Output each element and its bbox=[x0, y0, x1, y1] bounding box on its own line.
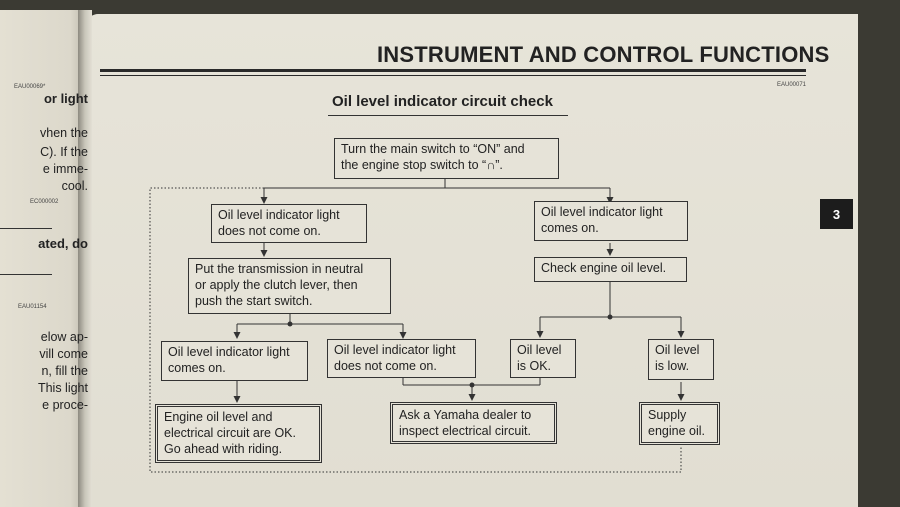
header-rule-thick bbox=[100, 69, 806, 72]
box-line: Check engine oil level. bbox=[541, 261, 667, 275]
box-line: inspect electrical circuit. bbox=[399, 424, 531, 438]
box-line: comes on. bbox=[168, 361, 226, 375]
book-gutter bbox=[78, 10, 92, 507]
left-page bbox=[0, 10, 88, 507]
box-line: Oil level bbox=[655, 343, 700, 357]
left-heading-1: or light bbox=[43, 91, 88, 106]
left-line: vill come bbox=[39, 347, 88, 361]
result-ok-ride-box: Engine oil level and electrical circuit … bbox=[155, 404, 322, 463]
left-heading-2: ated, do bbox=[38, 236, 88, 251]
box-line: Go ahead with riding. bbox=[164, 442, 283, 456]
box-line: Ask a Yamaha dealer to bbox=[399, 408, 532, 422]
left-rule bbox=[0, 274, 52, 275]
left-rule bbox=[0, 228, 52, 229]
left-line: elow ap- bbox=[40, 330, 88, 344]
indicator-not-on-box: Oil level indicator light does not come … bbox=[211, 204, 367, 243]
box-line: is low. bbox=[655, 359, 690, 373]
chapter-tab: 3 bbox=[820, 199, 853, 229]
indicator-on-box: Oil level indicator light comes on. bbox=[534, 201, 688, 241]
left-line: n, fill the bbox=[41, 364, 88, 378]
box-line: comes on. bbox=[541, 221, 599, 235]
left-line: This light bbox=[37, 381, 88, 395]
section-title-rule bbox=[328, 115, 568, 116]
header-rule-thin bbox=[100, 75, 806, 76]
section-code: EAU00071 bbox=[777, 82, 807, 88]
box-line: the engine stop switch to “∩”. bbox=[341, 158, 503, 172]
box-line: does not come on. bbox=[334, 359, 437, 373]
left-line: cool. bbox=[61, 179, 88, 193]
left-line: e imme- bbox=[42, 162, 88, 176]
indicator-does-not-come-on-box: Oil level indicator light does not come … bbox=[327, 339, 476, 378]
box-line: Turn the main switch to “ON” and bbox=[341, 142, 525, 156]
box-line: electrical circuit are OK. bbox=[164, 426, 296, 440]
box-line: Oil level indicator light bbox=[168, 345, 290, 359]
box-line: Oil level bbox=[517, 343, 562, 357]
left-code-1: EAU00069* bbox=[14, 84, 46, 90]
box-line: does not come on. bbox=[218, 224, 321, 238]
left-line: vhen the bbox=[40, 126, 88, 140]
box-line: Oil level indicator light bbox=[334, 343, 456, 357]
oil-level-ok-box: Oil level is OK. bbox=[510, 339, 576, 378]
box-line: Supply bbox=[648, 408, 687, 422]
left-code-3: EAU01154 bbox=[18, 304, 47, 310]
box-line: Engine oil level and bbox=[164, 410, 273, 424]
box-line: push the start switch. bbox=[195, 294, 313, 308]
check-oil-box: Check engine oil level. bbox=[534, 257, 687, 282]
box-line: Put the transmission in neutral bbox=[195, 262, 364, 276]
result-ask-dealer-box: Ask a Yamaha dealer to inspect electrica… bbox=[390, 402, 557, 444]
box-line: is OK. bbox=[517, 359, 552, 373]
box-line: Oil level indicator light bbox=[218, 208, 340, 222]
left-code-2: EC000002 bbox=[30, 199, 59, 205]
result-supply-oil-box: Supply engine oil. bbox=[639, 402, 720, 445]
oil-level-low-box: Oil level is low. bbox=[648, 339, 714, 380]
start-step-box: Turn the main switch to “ON” and the eng… bbox=[334, 138, 559, 179]
box-line: or apply the clutch lever, then bbox=[195, 278, 358, 292]
left-line: e proce- bbox=[42, 398, 88, 412]
page-header-title: INSTRUMENT AND CONTROL FUNCTIONS bbox=[377, 42, 830, 67]
neutral-start-step-box: Put the transmission in neutral or apply… bbox=[188, 258, 391, 314]
left-line: C). If the bbox=[40, 145, 88, 159]
box-line: engine oil. bbox=[648, 424, 705, 438]
box-line: Oil level indicator light bbox=[541, 205, 663, 219]
indicator-comes-on-box: Oil level indicator light comes on. bbox=[161, 341, 308, 381]
section-title: Oil level indicator circuit check bbox=[332, 93, 553, 110]
